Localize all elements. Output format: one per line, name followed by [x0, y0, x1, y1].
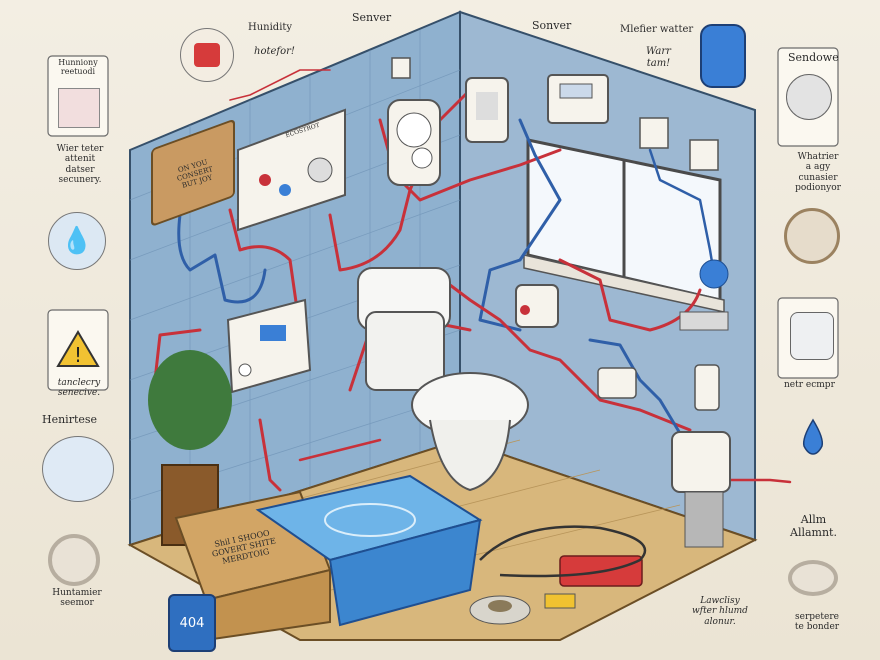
tape-roll-icon-right	[788, 560, 838, 596]
pipe-valve	[679, 259, 729, 331]
nightlight-icon	[790, 312, 834, 360]
label-right-netr: netr ecmpr	[784, 380, 835, 390]
label-left-caution: tanclecry senecive.	[57, 378, 101, 399]
outlet-1	[391, 57, 719, 171]
thermostat-device	[387, 99, 441, 186]
label-sensor-1: Senver	[352, 11, 392, 24]
label-right-serpetere: serpetere te bonder	[794, 612, 840, 633]
speaker-icon	[786, 74, 832, 120]
label-water: Mlefier watter	[620, 24, 694, 35]
water-heater-device	[465, 77, 509, 143]
label-left-water: Wier teter attenit datser secunery.	[56, 144, 104, 186]
water-drop-icon: 💧	[48, 212, 106, 270]
water-tub	[255, 474, 483, 627]
label-henirtese: Henirtese	[42, 413, 98, 426]
cup-icon	[42, 436, 114, 502]
meter-value: 404	[179, 615, 205, 631]
mid-sensor	[515, 284, 559, 328]
label-left-humtamier: Huntamier seemor	[52, 588, 102, 609]
wall-sign	[151, 119, 235, 226]
humidity-display	[547, 74, 609, 124]
warning-icon: !	[56, 330, 100, 368]
cup-icon-top	[180, 28, 234, 82]
floor-items	[469, 525, 647, 625]
thermometer-icon	[700, 24, 746, 88]
device-icon	[58, 88, 100, 128]
svg-text:!: !	[74, 343, 82, 367]
toilet	[357, 267, 529, 492]
label-right-allm: Allm Allamnt.	[790, 513, 837, 539]
plant	[148, 350, 232, 546]
label-warr: Warr tam!	[646, 46, 671, 69]
right-sensors	[597, 364, 731, 548]
label-hotefor: hotefor!	[254, 46, 295, 57]
label-sensor-2: Sonver	[532, 19, 572, 32]
label-humidity: Hunidity	[248, 22, 293, 33]
label-right-sendowe: Sendowe	[788, 51, 839, 64]
label-bottom-wafter: Lawclisy wfter hlumd alonur.	[692, 596, 748, 627]
tape-roll-icon	[48, 534, 100, 586]
left-sensor-panel	[226, 298, 312, 394]
drop-icon	[800, 418, 826, 456]
battery-sensor-icon: 404	[168, 594, 216, 652]
control-panel	[237, 108, 346, 232]
label-left-sensor-box: Hunniony reetuodi	[58, 58, 98, 77]
label-right-whatrier: Whatrier a agy cunasier podionyor	[795, 152, 841, 194]
cable-reel-icon	[784, 208, 840, 264]
